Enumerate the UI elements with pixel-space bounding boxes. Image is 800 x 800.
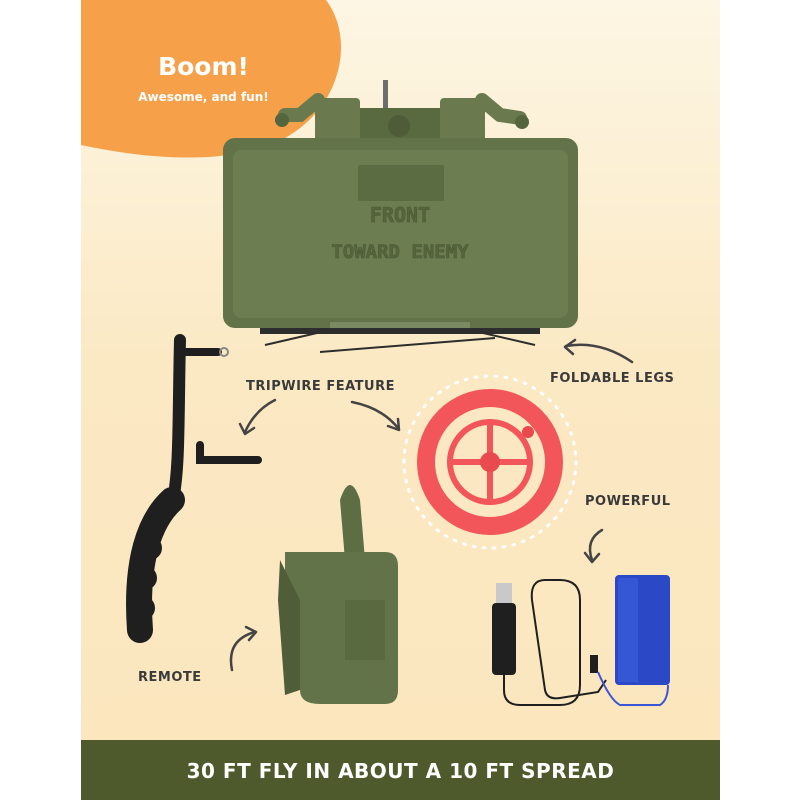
arrow-icon xyxy=(583,528,604,564)
toward-enemy-label: TOWARD ENEMY xyxy=(331,241,469,263)
tripwire-spool xyxy=(402,374,578,550)
callout-powerful: POWERFUL xyxy=(585,494,671,509)
mine-top-fittings xyxy=(275,80,529,143)
badge-title: Boom! xyxy=(158,52,249,81)
bottom-banner: 30 FT FLY IN ABOUT A 10 FT SPREAD xyxy=(81,740,720,800)
mine-body xyxy=(223,138,578,353)
arrow-icon xyxy=(229,625,258,672)
usb-plug-icon xyxy=(496,583,512,603)
banner-text: 30 FT FLY IN ABOUT A 10 FT SPREAD xyxy=(186,759,615,783)
arrow-icon xyxy=(350,400,401,432)
callout-remote: REMOTE xyxy=(138,670,202,685)
front-label: FRONT xyxy=(370,203,430,227)
tripwire-handle xyxy=(126,334,262,643)
callout-tripwire: TRIPWIRE FEATURE xyxy=(246,379,395,394)
badge-subtitle: Awesome, and fun! xyxy=(138,90,269,104)
callout-foldable-legs: FOLDABLE LEGS xyxy=(550,371,675,386)
battery-pack xyxy=(597,575,670,706)
arrow-icon xyxy=(238,398,277,436)
arrow-icon xyxy=(563,338,634,364)
usb-charger xyxy=(492,579,607,706)
remote-control xyxy=(278,485,398,704)
